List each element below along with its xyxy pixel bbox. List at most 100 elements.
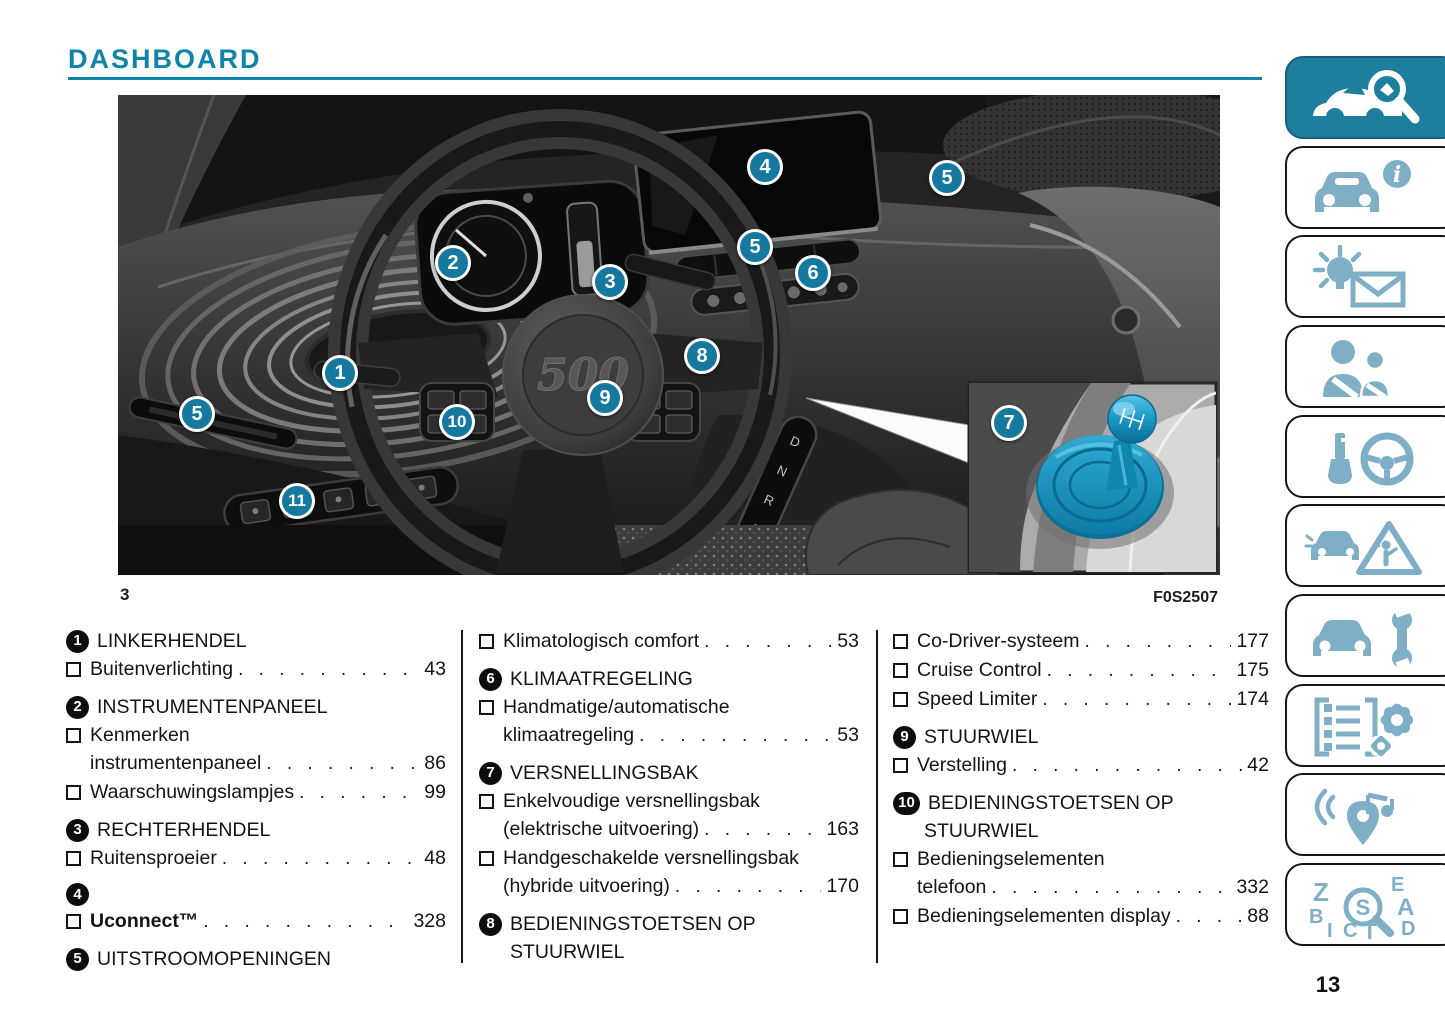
square-bullet-icon [66, 785, 81, 800]
key-steering-wheel-icon [1328, 432, 1414, 486]
entry-page: 48 [424, 847, 446, 869]
callout-5c: 5 [179, 396, 215, 432]
page-number: 13 [1315, 972, 1341, 997]
square-bullet-icon [893, 634, 908, 649]
seatbelt-person-icon [1323, 340, 1391, 400]
svg-text:Z: Z [1313, 877, 1329, 907]
callout-1: 1 [322, 355, 358, 391]
multimedia-nav-icon [1314, 788, 1394, 845]
sidebar-tab-technical-data[interactable] [1285, 684, 1445, 767]
svg-text:S: S [1356, 895, 1371, 920]
sidebar-tab-maintenance[interactable] [1285, 594, 1445, 677]
sidebar-tab-starting-driving[interactable] [1285, 415, 1445, 498]
dot-leader [1176, 903, 1243, 930]
index-heading: 1 LINKERHENDEL [66, 628, 446, 654]
entry-page: 99 [424, 781, 446, 803]
index-entry-cont[interactable]: instrumentenpaneel 86 [66, 750, 446, 777]
dot-leader [639, 722, 832, 749]
entry-page: 43 [424, 658, 446, 680]
callout-2: 2 [435, 245, 471, 281]
index-entry[interactable]: Verstelling 42 [893, 752, 1269, 779]
entry-page: 163 [826, 818, 859, 840]
square-bullet-icon [479, 850, 494, 866]
section-badge: 9 [893, 725, 916, 749]
square-bullet-icon [893, 909, 908, 924]
entry-page: 88 [1247, 905, 1269, 927]
index-heading-cont: STUURWIEL [924, 820, 1039, 842]
square-bullet-icon [479, 793, 494, 809]
index-heading: 8 BEDIENINGSTOETSEN OP [479, 911, 859, 937]
section-badge: 7 [479, 761, 502, 785]
sidebar-tab-warning-lights[interactable] [1285, 235, 1445, 318]
callout-10: 10 [439, 404, 475, 440]
index-entry[interactable]: Kenmerken [66, 722, 446, 748]
sidebar-tab-multimedia[interactable] [1285, 773, 1445, 856]
index-entry[interactable]: Bedieningselementen display 88 [893, 903, 1269, 930]
index-entry[interactable]: Handgeschakelde versnellingsbak [479, 845, 859, 871]
square-bullet-icon [893, 663, 908, 678]
svg-text:C: C [1343, 920, 1357, 939]
sidebar-tab-emergency[interactable] [1285, 504, 1445, 587]
index-entry-cont[interactable]: (elektrische uitvoering) 163 [479, 816, 859, 843]
index-entry[interactable]: Klimatologisch comfort 53 [479, 628, 859, 655]
index-entry-cont[interactable]: klimaatregeling 53 [479, 722, 859, 749]
index-entry[interactable]: Bedieningselementen [893, 846, 1269, 872]
sidebar-tab-safety[interactable] [1285, 325, 1445, 408]
callout-8: 8 [684, 338, 720, 374]
index-entry[interactable]: Handmatige/automatische [479, 694, 859, 720]
index-heading: 10 BEDIENINGSTOETSEN OP [893, 790, 1269, 816]
index-heading: 5 UITSTROOMOPENINGEN [66, 946, 446, 972]
square-bullet-icon [893, 692, 908, 707]
square-bullet-icon [893, 758, 908, 773]
index-entry[interactable]: Buitenverlichting 43 [66, 656, 446, 683]
square-bullet-icon [479, 699, 494, 715]
svg-text:E: E [1391, 874, 1404, 896]
index-entry[interactable]: Co-Driver-systeem 177 [893, 628, 1269, 655]
dot-leader [704, 628, 832, 655]
entry-page: 174 [1236, 688, 1269, 710]
car-info-icon: i [1315, 160, 1411, 212]
alphabetical-index-icon: Z E B A I C T D S [1309, 874, 1415, 939]
index-heading: 7 VERSNELLINGSBAK [479, 760, 859, 786]
dot-leader [675, 873, 822, 900]
sidebar-tab-vehicle-info[interactable]: i [1285, 146, 1445, 229]
section-badge: 6 [479, 667, 502, 691]
dot-leader [1042, 686, 1231, 713]
dot-leader [1012, 752, 1242, 779]
index-heading: 2 INSTRUMENTENPANEEL [66, 694, 446, 720]
dot-leader [222, 845, 419, 872]
callout-5a: 5 [929, 160, 965, 196]
index-heading: 3 RECHTERHENDEL [66, 817, 446, 843]
column-divider [461, 630, 463, 963]
index-entry-cont[interactable]: telefoon 332 [893, 874, 1269, 901]
dot-leader [704, 816, 821, 843]
index-entry[interactable]: Speed Limiter 174 [893, 686, 1269, 713]
index-entry[interactable]: Ruitensproeier 48 [66, 845, 446, 872]
svg-text:I: I [1327, 920, 1333, 939]
callout-5b: 5 [737, 229, 773, 265]
svg-text:D: D [1401, 918, 1415, 939]
entry-page: 328 [413, 910, 446, 932]
index-entry[interactable]: Waarschuwingslampjes 99 [66, 779, 446, 806]
page-title: DASHBOARD [68, 44, 262, 74]
index-entry[interactable]: Uconnect™ 328 [66, 908, 446, 935]
entry-page: 177 [1236, 630, 1269, 652]
emergency-triangle-icon [1304, 521, 1422, 575]
entry-page: 170 [826, 875, 859, 897]
warning-light-envelope-icon [1312, 245, 1406, 308]
dot-leader [1047, 657, 1232, 684]
figure-code: F0S2507 [1153, 589, 1218, 606]
car-magnifier-icon [1313, 70, 1420, 126]
entry-page: 53 [837, 630, 859, 652]
entry-page: 332 [1236, 876, 1269, 898]
square-bullet-icon [66, 662, 81, 677]
sidebar-tab-vehicle-overview[interactable] [1285, 56, 1445, 139]
index-entry-cont[interactable]: (hybride uitvoering) 170 [479, 873, 859, 900]
index-entry[interactable]: Enkelvoudige versnellingsbak [479, 788, 859, 814]
sidebar-tab-index[interactable]: Z E B A I C T D S [1285, 863, 1445, 946]
index-column-3: Co-Driver-systeem 177 Cruise Control 175… [893, 628, 1269, 930]
callout-3: 3 [592, 264, 628, 300]
car-wrench-icon [1313, 604, 1412, 670]
dot-leader [266, 750, 419, 777]
index-entry[interactable]: Cruise Control 175 [893, 657, 1269, 684]
